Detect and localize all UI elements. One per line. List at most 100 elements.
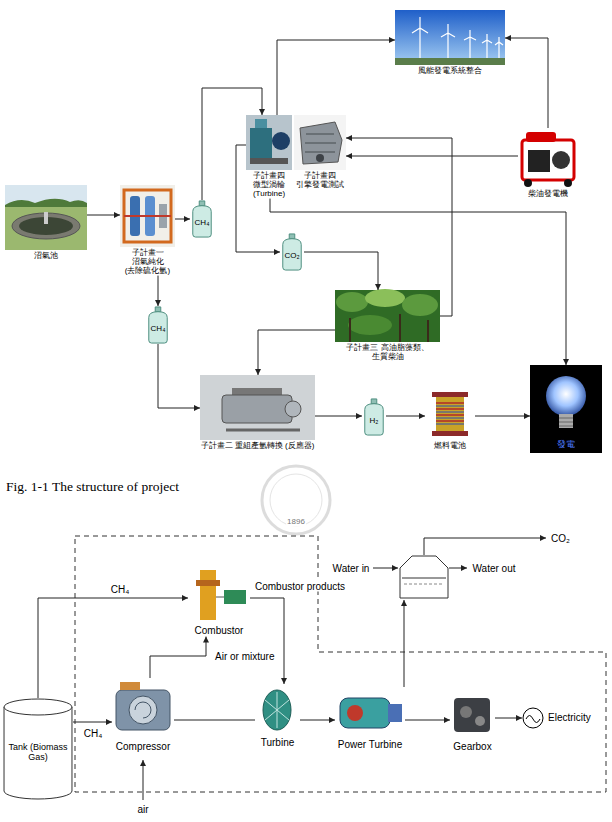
diesel-generator-photo [524, 179, 532, 187]
water-tank-drawing [404, 584, 444, 585]
combustor-drawing [196, 580, 220, 586]
turbine-photo [246, 115, 292, 170]
node-label: Tank (Biomass Gas) [5, 742, 71, 763]
water-tank-drawing [400, 556, 448, 598]
cylinder-valve [289, 234, 295, 239]
pond-photo [5, 199, 87, 207]
node-label: 子計畫三 高油脂藻類、生質柴油 [335, 343, 440, 361]
gearbox-drawing [460, 706, 472, 718]
flow-line [404, 600, 405, 687]
combustor-drawing [200, 570, 216, 620]
light-bulb-photo [530, 365, 602, 453]
node-label: 子計畫四 引擎發電測試 [294, 171, 346, 189]
gas-tank: Tank (Biomass Gas) [3, 698, 73, 800]
watermark-logo [270, 474, 322, 526]
light-bulb-photo [546, 376, 586, 416]
purification-unit: 子計畫一 沼氣純化 (去除硫化氫) [120, 185, 175, 276]
flow-connector [405, 720, 450, 721]
edge-label: Combustor products [254, 581, 346, 592]
gearbox-drawing [454, 698, 490, 732]
pond-photo [5, 185, 87, 250]
engine-photo [294, 115, 346, 170]
flow-connector [495, 718, 522, 719]
node-label: 柴油發電機 [518, 189, 578, 198]
flow-line [449, 568, 467, 569]
power-turbine: Power Turbine [335, 688, 405, 751]
diesel-generator-photo [552, 151, 570, 169]
reformer-photo [200, 375, 315, 440]
node-label: 燃料電池 [425, 441, 475, 450]
edge-label: CH₄ [110, 584, 131, 595]
diesel-generator-photo [518, 128, 578, 188]
watermark-text: 1896 [286, 518, 306, 527]
purification-unit-photo [124, 190, 171, 242]
wind-farm-photo [464, 30, 476, 58]
watermark-logo [262, 466, 330, 534]
watermark-logo [262, 466, 330, 534]
diesel-generator-photo [518, 128, 578, 188]
flow-connector [304, 252, 378, 290]
node-label: Power Turbine [335, 739, 405, 751]
wind-farm-photo [412, 17, 503, 58]
engine-unit: 子計畫四 引擎發電測試 [294, 115, 346, 189]
connector-layer [38, 38, 566, 722]
power-turbine-drawing [388, 704, 402, 722]
compressor-drawing [116, 682, 170, 730]
node-label: 子計畫二 重組產氫轉換 (反應器) [200, 441, 315, 450]
cylinder-body [365, 404, 383, 435]
node-label: Turbine [255, 737, 300, 749]
fuel-cell-photo [425, 385, 475, 440]
flow-connector [386, 416, 425, 417]
power-output: 發電 [530, 365, 602, 453]
fuel-cell-photo [436, 397, 464, 431]
algae-forest-photo [365, 289, 405, 307]
turbine-drawing [263, 690, 291, 730]
node-label: Electricity [548, 712, 591, 724]
water-tank-drawing [400, 556, 448, 598]
wind-farm-photo [482, 34, 492, 58]
node-label: Gearbox [450, 741, 495, 753]
fuel-cell-photo [432, 431, 468, 436]
flow-connector [505, 38, 548, 128]
flow-connector [475, 416, 530, 417]
flow-line [143, 538, 546, 800]
flow-connector [150, 637, 206, 679]
combustor-drawing [216, 597, 224, 598]
reformer-unit: 子計畫二 重組產氫轉換 (反應器) [200, 375, 315, 450]
power-turbine-drawing [340, 698, 390, 728]
system-boundary [75, 536, 606, 792]
reformer-photo [200, 375, 315, 440]
tank-top [4, 699, 72, 715]
node-label: CH₄ [151, 324, 166, 333]
algae-forest-photo [348, 315, 392, 335]
flow-connector [300, 720, 335, 721]
purification-unit-photo [124, 215, 171, 217]
power-turbine-drawing [347, 705, 363, 721]
flow-connector [174, 720, 255, 721]
cylinder-valve [155, 307, 161, 312]
wind-farm-photo [395, 58, 505, 65]
turbine-photo [250, 158, 288, 164]
engine-photo [300, 122, 342, 164]
node-label: H₂ [370, 416, 379, 425]
tank-body [4, 707, 72, 799]
flow-connector [346, 138, 452, 316]
electricity-output: Electricity [522, 706, 591, 730]
flow-label: CO₂ [550, 533, 571, 544]
wind-farm-photo [395, 10, 505, 65]
gearbox: Gearbox [450, 690, 495, 753]
cylinder-body [193, 206, 211, 237]
flow-connector [315, 416, 362, 417]
pond-photo [44, 212, 48, 224]
algae-forest-photo [336, 292, 368, 312]
pond-photo [5, 185, 87, 250]
engine-photo [316, 154, 324, 162]
fuel-cell-photo [436, 406, 464, 424]
system-boundary [75, 536, 606, 792]
engine-photo [305, 134, 336, 152]
gearbox-drawing [454, 698, 490, 732]
compressor-drawing [135, 702, 151, 718]
water-tank-drawing [402, 578, 446, 579]
